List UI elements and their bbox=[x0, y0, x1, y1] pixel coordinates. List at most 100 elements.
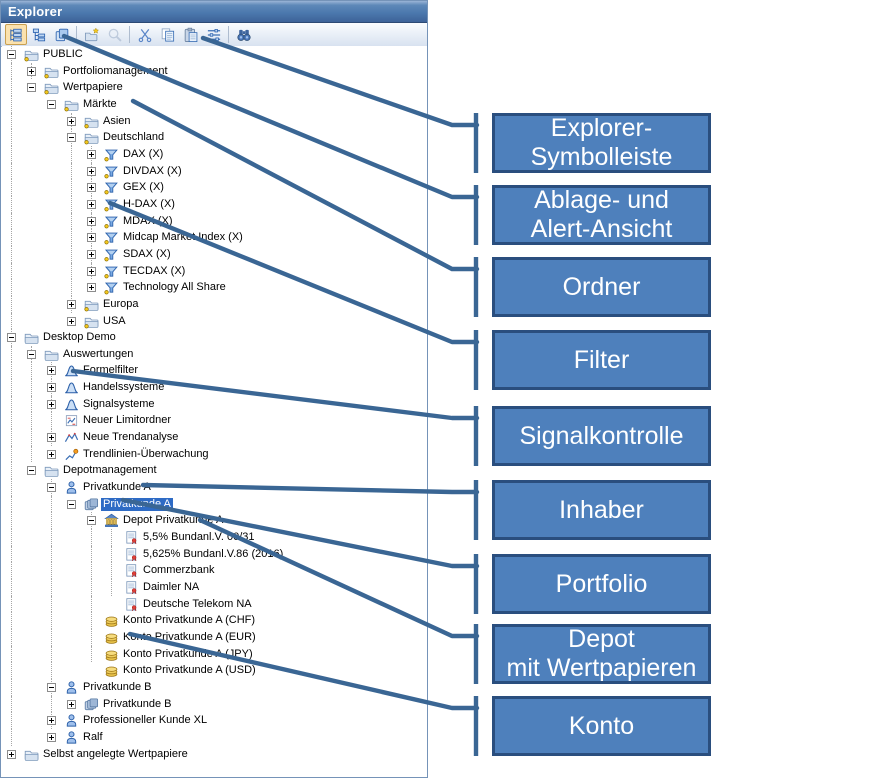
tree-label[interactable]: TECDAX (X) bbox=[123, 264, 186, 277]
collapse-toggle[interactable] bbox=[47, 483, 56, 493]
collapse-toggle[interactable] bbox=[7, 333, 16, 343]
tree-label[interactable]: Depot Privatkunde A bbox=[123, 514, 224, 527]
tree-row-mdax-x[interactable]: MDAX (X) bbox=[2, 212, 427, 230]
expand-toggle[interactable] bbox=[87, 183, 96, 193]
tree-label[interactable]: Midcap Market Index (X) bbox=[123, 231, 243, 244]
expand-toggle[interactable] bbox=[47, 732, 56, 742]
tree-row-deutschland[interactable]: Deutschland bbox=[2, 129, 427, 146]
tree-row-europa[interactable]: Europa bbox=[2, 295, 427, 313]
tree-label[interactable]: Konto Privatkunde A (JPY) bbox=[123, 647, 253, 660]
tree-row-commerzbank[interactable]: Commerzbank bbox=[2, 562, 427, 579]
tree-row-trendlinien-berwachung[interactable]: Trendlinien-Überwachung bbox=[2, 445, 427, 463]
expand-toggle[interactable] bbox=[87, 266, 96, 276]
expand-toggle[interactable] bbox=[87, 233, 96, 243]
tree-row-technology-all-share[interactable]: Technology All Share bbox=[2, 279, 427, 296]
tree-row-konto-privatkunde-a-chf[interactable]: Konto Privatkunde A (CHF) bbox=[2, 612, 427, 629]
tree-row-dax-x[interactable]: DAX (X) bbox=[2, 145, 427, 163]
tree-row-deutsche-telekom-na[interactable]: Deutsche Telekom NA bbox=[2, 595, 427, 613]
tree-label[interactable]: Europa bbox=[103, 297, 139, 310]
tree-row-5-5-bundanl-v-00-31[interactable]: 5,5% Bundanl.V. 00/31 bbox=[2, 529, 427, 546]
tree-label[interactable]: Wertpapiere bbox=[63, 81, 123, 94]
tree-label[interactable]: Konto Privatkunde A (CHF) bbox=[123, 614, 256, 627]
tree-row-konto-privatkunde-a-usd[interactable]: Konto Privatkunde A (USD) bbox=[2, 662, 427, 679]
tree-row-usa[interactable]: USA bbox=[2, 312, 427, 330]
tree-row-signalsysteme[interactable]: Signalsysteme bbox=[2, 395, 427, 413]
tree-row-selbst-angelegte-wertpapiere[interactable]: Selbst angelegte Wertpapiere bbox=[2, 746, 427, 763]
expand-toggle[interactable] bbox=[47, 433, 56, 443]
tree-label[interactable]: Neue Trendanalyse bbox=[83, 431, 179, 444]
tree-row-privatkunde-b[interactable]: Privatkunde B bbox=[2, 678, 427, 696]
tree-label[interactable]: Trendlinien-Überwachung bbox=[83, 447, 209, 460]
tree-label[interactable]: Privatkunde A bbox=[101, 497, 173, 511]
tree-label[interactable]: Commerzbank bbox=[143, 564, 215, 577]
toolbar-button-scissors[interactable] bbox=[134, 24, 156, 45]
toolbar-button-layers[interactable] bbox=[51, 24, 73, 45]
tree-row-neue-trendanalyse[interactable]: Neue Trendanalyse bbox=[2, 429, 427, 446]
tree-label[interactable]: H-DAX (X) bbox=[123, 197, 175, 210]
tree-label[interactable]: Deutsche Telekom NA bbox=[143, 597, 252, 610]
collapse-toggle[interactable] bbox=[47, 99, 56, 109]
expand-toggle[interactable] bbox=[67, 299, 76, 309]
tree-row-public[interactable]: PUBLIC bbox=[2, 46, 427, 63]
tree-label[interactable]: 5,625% Bundanl.V.86 (2016) bbox=[143, 547, 284, 560]
title-bar[interactable]: Explorer bbox=[1, 1, 427, 23]
expand-toggle[interactable] bbox=[47, 399, 56, 409]
toolbar-button-new-folder[interactable] bbox=[81, 24, 103, 45]
tree-row-desktop-demo[interactable]: Desktop Demo bbox=[2, 329, 427, 346]
tree-label[interactable]: Ralf bbox=[83, 730, 103, 743]
tree-label[interactable]: Handelssysteme bbox=[83, 381, 165, 394]
tree-label[interactable]: Formelfilter bbox=[83, 364, 139, 377]
tree-label[interactable]: Selbst angelegte Wertpapiere bbox=[43, 747, 188, 760]
collapse-toggle[interactable] bbox=[27, 349, 36, 359]
tree-row-konto-privatkunde-a-eur[interactable]: Konto Privatkunde A (EUR) bbox=[2, 628, 427, 646]
expand-toggle[interactable] bbox=[47, 716, 56, 726]
collapse-toggle[interactable] bbox=[27, 466, 36, 476]
tree-label[interactable]: Asien bbox=[103, 114, 131, 127]
tree-label[interactable]: Signalsysteme bbox=[83, 397, 155, 410]
tree-label[interactable]: Privatkunde B bbox=[83, 680, 152, 693]
tree-label[interactable]: Privatkunde A bbox=[83, 481, 151, 494]
tree-row-asien[interactable]: Asien bbox=[2, 112, 427, 130]
tree-label[interactable]: Neuer Limitordner bbox=[83, 414, 172, 427]
tree-row-gex-x[interactable]: GEX (X) bbox=[2, 179, 427, 196]
tree-row-auswertungen[interactable]: Auswertungen bbox=[2, 345, 427, 363]
expand-toggle[interactable] bbox=[87, 283, 96, 293]
tree-label[interactable]: Professioneller Kunde XL bbox=[83, 714, 208, 727]
tree-label[interactable]: DIVDAX (X) bbox=[123, 164, 182, 177]
tree-label[interactable]: Daimler NA bbox=[143, 581, 200, 593]
toolbar-button-magnifier[interactable] bbox=[104, 24, 126, 45]
collapse-toggle[interactable] bbox=[87, 516, 96, 526]
expand-toggle[interactable] bbox=[27, 66, 36, 76]
expand-toggle[interactable] bbox=[87, 149, 96, 159]
tree-row-neuer-limitordner[interactable]: Neuer Limitordner bbox=[2, 412, 427, 430]
expand-toggle[interactable] bbox=[7, 749, 16, 759]
tree-row-m-rkte[interactable]: Märkte bbox=[2, 95, 427, 113]
tree-label[interactable]: Konto Privatkunde A (EUR) bbox=[123, 630, 256, 643]
tree-row-daimler-na[interactable]: Daimler NA bbox=[2, 579, 427, 596]
tree-label[interactable]: Konto Privatkunde A (USD) bbox=[123, 664, 256, 677]
tree-label[interactable]: Depotmanagement bbox=[63, 464, 157, 477]
tree-row-midcap-market-index-x[interactable]: Midcap Market Index (X) bbox=[2, 229, 427, 246]
toolbar-button-tree-view[interactable] bbox=[4, 24, 27, 45]
toolbar-button-paste[interactable] bbox=[180, 24, 202, 45]
expand-toggle[interactable] bbox=[87, 166, 96, 176]
expand-toggle[interactable] bbox=[67, 316, 76, 326]
tree-row-divdax-x[interactable]: DIVDAX (X) bbox=[2, 162, 427, 180]
tree-row-handelssysteme[interactable]: Handelssysteme bbox=[2, 379, 427, 396]
tree-row-sdax-x[interactable]: SDAX (X) bbox=[2, 245, 427, 263]
tree-row-5-625-bundanl-v-86-2016[interactable]: 5,625% Bundanl.V.86 (2016) bbox=[2, 545, 427, 563]
expand-toggle[interactable] bbox=[47, 449, 56, 459]
tree-row-privatkunde-a[interactable]: Privatkunde A bbox=[2, 479, 427, 496]
expand-toggle[interactable] bbox=[87, 249, 96, 259]
tree-label[interactable]: Desktop Demo bbox=[43, 331, 116, 344]
tree-row-h-dax-x[interactable]: H-DAX (X) bbox=[2, 195, 427, 213]
expand-toggle[interactable] bbox=[87, 216, 96, 226]
toolbar-button-binoculars[interactable] bbox=[233, 24, 255, 45]
collapse-toggle[interactable] bbox=[67, 133, 76, 143]
tree-label[interactable]: Portfoliomanagement bbox=[63, 64, 168, 77]
collapse-toggle[interactable] bbox=[67, 499, 76, 509]
toolbar-button-sliders[interactable] bbox=[203, 24, 225, 45]
expand-toggle[interactable] bbox=[87, 199, 96, 209]
tree-row-privatkunde-b[interactable]: Privatkunde B bbox=[2, 695, 427, 713]
collapse-toggle[interactable] bbox=[7, 50, 16, 59]
